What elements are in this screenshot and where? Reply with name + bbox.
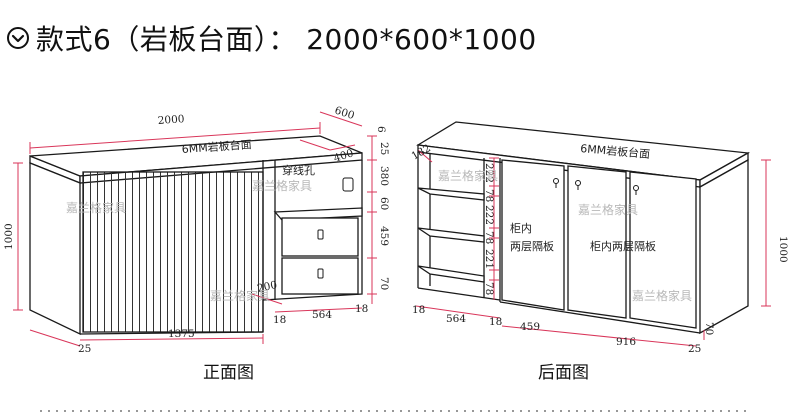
back-bottom-width-2: 18 bbox=[489, 316, 502, 328]
back-top-label: 6MM岩板台面 bbox=[580, 141, 651, 161]
back-watermark-3: 嘉兰格家具 bbox=[632, 288, 692, 303]
back-dimensions bbox=[415, 149, 771, 347]
title-row: 款式6（岩板台面）： 2000*600*1000 bbox=[6, 18, 537, 58]
back-watermark-1: 嘉兰格家具 bbox=[438, 168, 498, 183]
front-drawer-depth-label: 200 bbox=[256, 279, 278, 295]
front-labels: 2000 600 6 6MM岩板台面 1000 穿线孔 400 25 380 6… bbox=[3, 104, 390, 383]
back-shelf-height-4: 221 bbox=[483, 249, 495, 269]
back-shelf-height-0: 222 bbox=[483, 163, 495, 183]
back-bottom-total-label: 916 bbox=[616, 336, 636, 348]
back-watermark-2: 嘉兰格家具 bbox=[578, 202, 638, 217]
front-bottom-left-label: 25 bbox=[78, 343, 91, 355]
front-watermark-1: 嘉兰格家具 bbox=[66, 200, 126, 215]
front-hole-label: 穿线孔 bbox=[282, 163, 315, 177]
front-view-caption: 正面图 bbox=[203, 363, 254, 383]
back-partition-label-left-line1: 柜内 bbox=[510, 221, 532, 235]
front-bottom-width-2: 564 bbox=[312, 309, 332, 321]
front-hole-size-label: 400 bbox=[332, 147, 355, 165]
front-top-label: 6MM岩板台面 bbox=[181, 137, 252, 156]
front-bottom-width-3: 18 bbox=[355, 303, 368, 315]
front-right-height-1: 380 bbox=[378, 166, 390, 186]
back-bottom-width-0: 18 bbox=[412, 304, 425, 316]
back-shelf-height-2: 222 bbox=[483, 205, 495, 225]
page-title: 款式6（岩板台面）： 2000*600*1000 bbox=[36, 23, 537, 56]
back-bottom-right-label: 25 bbox=[688, 343, 701, 355]
back-bottom-width-3: 459 bbox=[520, 321, 540, 333]
back-partition-label-left-line2: 两层隔板 bbox=[510, 239, 554, 253]
front-bottom-width-0: 1375 bbox=[168, 328, 195, 340]
front-right-height-4: 70 bbox=[378, 277, 390, 290]
back-partition-label-right: 柜内两层隔板 bbox=[590, 239, 656, 253]
front-width-label: 2000 bbox=[157, 113, 185, 127]
front-depth-label: 600 bbox=[333, 104, 356, 122]
back-shelf-height-3: 78 bbox=[483, 231, 495, 244]
front-height-label: 1000 bbox=[3, 223, 15, 250]
front-watermark-3: 嘉兰格家具 bbox=[210, 288, 270, 303]
front-bottom-width-1: 18 bbox=[273, 314, 286, 326]
back-right-bottom-label: 70 bbox=[703, 322, 715, 335]
front-right-height-0: 25 bbox=[378, 142, 390, 155]
front-dimensions bbox=[13, 111, 377, 347]
front-view bbox=[29, 135, 363, 336]
back-height-label: 1000 bbox=[777, 236, 789, 263]
back-partition-label-left: 柜内 两层隔板 bbox=[510, 221, 554, 253]
front-top-thickness-label: 6 bbox=[375, 126, 387, 133]
front-watermark-2: 嘉兰格家具 bbox=[252, 178, 312, 193]
back-shelf-height-5: 78 bbox=[483, 282, 495, 295]
back-shelf-height-1: 78 bbox=[483, 189, 495, 202]
chevron-down-circle-icon bbox=[7, 27, 29, 49]
back-view bbox=[416, 121, 751, 335]
back-view-caption: 后面图 bbox=[538, 363, 589, 383]
front-right-height-2: 60 bbox=[378, 197, 390, 210]
front-right-height-3: 459 bbox=[378, 226, 390, 246]
back-bottom-width-1: 564 bbox=[446, 313, 466, 325]
